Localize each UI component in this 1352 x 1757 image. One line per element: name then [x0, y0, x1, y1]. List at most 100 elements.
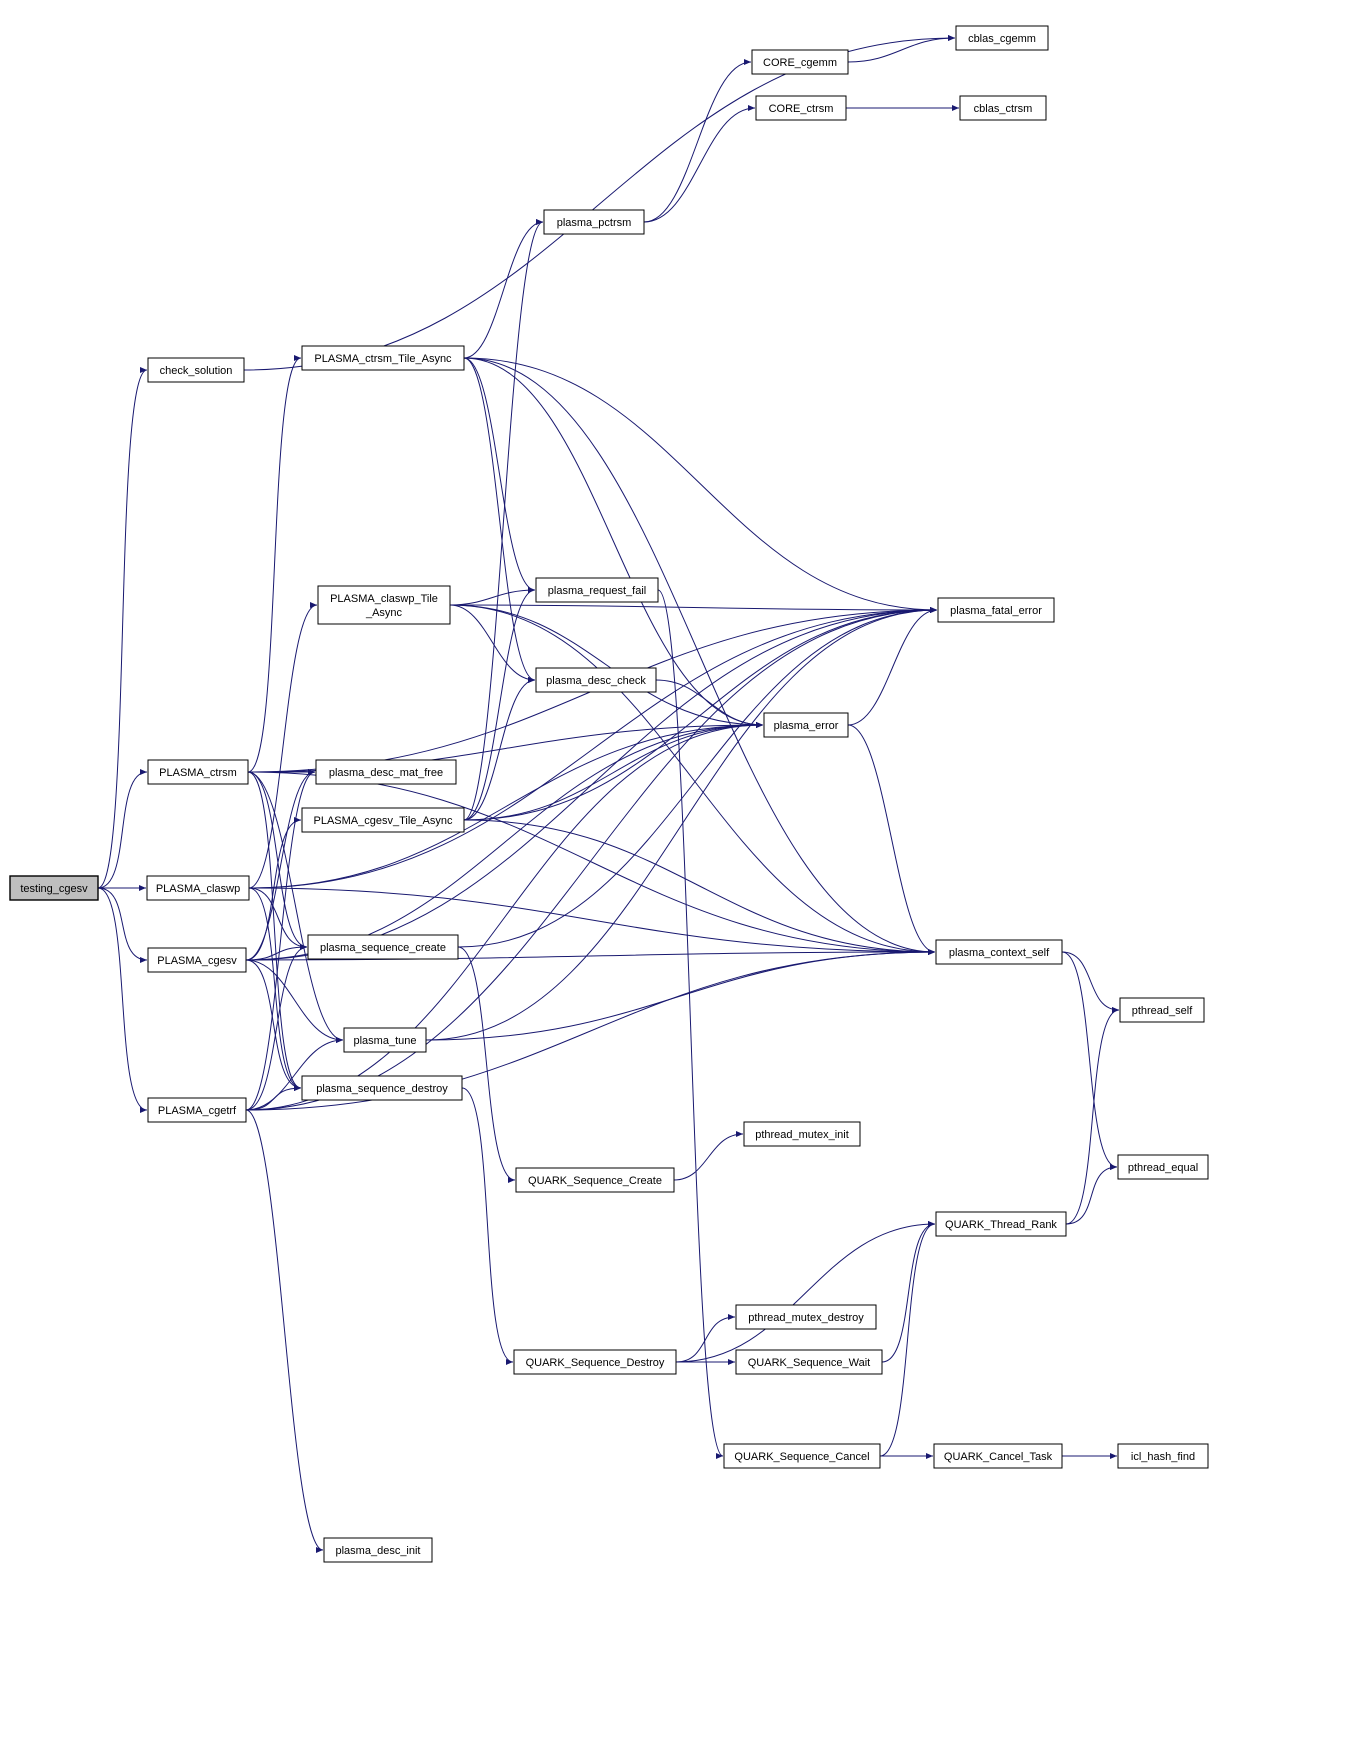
node-plasma_context_self[interactable]: plasma_context_self: [935, 939, 1063, 965]
node-pthread_mutex_init[interactable]: pthread_mutex_init: [743, 1121, 861, 1147]
node-label: plasma_fatal_error: [950, 605, 1042, 617]
node-box[interactable]: [147, 759, 249, 785]
node-label: pthread_self: [1132, 1005, 1193, 1017]
node-plasma_desc_mat_free[interactable]: plasma_desc_mat_free: [315, 759, 457, 785]
node-box[interactable]: [146, 875, 250, 901]
edge-PLASMA_claswp--plasma_fatal_error: [248, 607, 938, 889]
node-box[interactable]: [513, 1349, 677, 1375]
node-box[interactable]: [307, 934, 459, 960]
node-PLASMA_cgesv_Tile_Async[interactable]: PLASMA_cgesv_Tile_Async: [301, 807, 465, 833]
edge-plasma_error--plasma_fatal_error: [847, 607, 938, 726]
node-plasma_request_fail[interactable]: plasma_request_fail: [535, 577, 659, 603]
node-box[interactable]: [935, 939, 1063, 965]
node-box[interactable]: [301, 807, 465, 833]
node-box[interactable]: [343, 1027, 427, 1053]
node-plasma_desc_init[interactable]: plasma_desc_init: [323, 1537, 433, 1563]
node-box[interactable]: [147, 357, 245, 383]
node-label: PLASMA_ctrsm_Tile_Async: [314, 353, 452, 365]
node-plasma_sequence_destroy[interactable]: plasma_sequence_destroy: [301, 1075, 463, 1101]
node-box[interactable]: [743, 1121, 861, 1147]
node-plasma_error[interactable]: plasma_error: [763, 712, 849, 738]
node-label: _Async: [365, 607, 403, 619]
node-QUARK_Sequence_Create[interactable]: QUARK_Sequence_Create: [515, 1167, 675, 1193]
node-label: PLASMA_cgetrf: [158, 1105, 237, 1117]
edge-plasma_sequence_create--QUARK_Sequence_Create: [457, 946, 516, 1183]
node-box[interactable]: [535, 667, 657, 693]
node-box: [9, 875, 99, 901]
edge-QUARK_Sequence_Destroy--QUARK_Thread_Rank: [675, 1221, 936, 1363]
node-box[interactable]: [935, 1211, 1067, 1237]
node-icl_hash_find[interactable]: icl_hash_find: [1117, 1443, 1209, 1469]
node-cblas_cgemm[interactable]: cblas_cgemm: [955, 25, 1049, 51]
node-box[interactable]: [735, 1349, 883, 1375]
node-box[interactable]: [763, 712, 849, 738]
edge-testing_cgesv--PLASMA_cgesv: [97, 887, 148, 963]
edge-PLASMA_cgesv_Tile_Async--plasma_desc_check: [463, 677, 536, 821]
node-plasma_tune[interactable]: plasma_tune: [343, 1027, 427, 1053]
edge-PLASMA_cgesv_Tile_Async--plasma_context_self: [463, 819, 936, 955]
node-box[interactable]: [515, 1167, 675, 1193]
node-cblas_ctrsm[interactable]: cblas_ctrsm: [959, 95, 1047, 121]
node-CORE_cgemm[interactable]: CORE_cgemm: [751, 49, 849, 75]
node-box[interactable]: [317, 585, 451, 625]
node-box[interactable]: [543, 209, 645, 235]
node-pthread_self[interactable]: pthread_self: [1119, 997, 1205, 1023]
edge-plasma_context_self--pthread_self: [1061, 951, 1120, 1013]
node-box[interactable]: [723, 1443, 881, 1469]
node-QUARK_Sequence_Destroy[interactable]: QUARK_Sequence_Destroy: [513, 1349, 677, 1375]
node-pthread_equal[interactable]: pthread_equal: [1117, 1154, 1209, 1180]
node-box[interactable]: [301, 1075, 463, 1101]
node-box[interactable]: [323, 1537, 433, 1563]
node-box[interactable]: [1119, 997, 1205, 1023]
node-label: plasma_tune: [354, 1035, 417, 1047]
node-QUARK_Thread_Rank[interactable]: QUARK_Thread_Rank: [935, 1211, 1067, 1237]
edge-plasma_pctrsm--CORE_ctrsm: [643, 105, 756, 223]
edge-PLASMA_ctrsm_Tile_Async--plasma_context_self: [463, 357, 936, 955]
node-box[interactable]: [735, 1304, 877, 1330]
node-box[interactable]: [933, 1443, 1063, 1469]
node-plasma_sequence_create[interactable]: plasma_sequence_create: [307, 934, 459, 960]
edge-QUARK_Thread_Rank--pthread_self: [1065, 1007, 1120, 1225]
node-label: plasma_desc_check: [546, 675, 646, 687]
node-PLASMA_ctrsm_Tile_Async[interactable]: PLASMA_ctrsm_Tile_Async: [301, 345, 465, 371]
node-box[interactable]: [315, 759, 457, 785]
node-plasma_fatal_error[interactable]: plasma_fatal_error: [937, 597, 1055, 623]
node-box[interactable]: [147, 947, 247, 973]
node-box[interactable]: [301, 345, 465, 371]
edge-QUARK_Sequence_Create--pthread_mutex_init: [673, 1131, 744, 1181]
edge-PLASMA_ctrsm--plasma_context_self: [247, 771, 936, 955]
node-label: CORE_cgemm: [763, 57, 837, 69]
node-label: icl_hash_find: [1131, 1451, 1195, 1463]
node-QUARK_Cancel_Task[interactable]: QUARK_Cancel_Task: [933, 1443, 1063, 1469]
node-box[interactable]: [1117, 1443, 1209, 1469]
node-box[interactable]: [751, 49, 849, 75]
node-box[interactable]: [1117, 1154, 1209, 1180]
node-box[interactable]: [535, 577, 659, 603]
node-box[interactable]: [937, 597, 1055, 623]
edge-PLASMA_ctrsm--PLASMA_ctrsm_Tile_Async: [247, 355, 302, 773]
node-plasma_desc_check[interactable]: plasma_desc_check: [535, 667, 657, 693]
node-QUARK_Sequence_Cancel[interactable]: QUARK_Sequence_Cancel: [723, 1443, 881, 1469]
node-box[interactable]: [755, 95, 847, 121]
node-box[interactable]: [955, 25, 1049, 51]
node-box[interactable]: [147, 1097, 247, 1123]
node-CORE_ctrsm[interactable]: CORE_ctrsm: [755, 95, 847, 121]
edge-PLASMA_cgesv--plasma_context_self: [245, 949, 936, 961]
node-label: testing_cgesv: [20, 883, 88, 895]
node-plasma_pctrsm[interactable]: plasma_pctrsm: [543, 209, 645, 235]
node-PLASMA_ctrsm[interactable]: PLASMA_ctrsm: [147, 759, 249, 785]
node-label: PLASMA_ctrsm: [159, 767, 237, 779]
node-pthread_mutex_destroy[interactable]: pthread_mutex_destroy: [735, 1304, 877, 1330]
node-QUARK_Sequence_Wait[interactable]: QUARK_Sequence_Wait: [735, 1349, 883, 1375]
node-PLASMA_claswp_Tile_Async[interactable]: PLASMA_claswp_Tile_Async: [317, 585, 451, 625]
node-box[interactable]: [959, 95, 1047, 121]
edge-PLASMA_cgesv--PLASMA_cgesv_Tile_Async: [245, 817, 302, 961]
node-check_solution[interactable]: check_solution: [147, 357, 245, 383]
node-label: pthread_mutex_init: [755, 1129, 849, 1141]
node-PLASMA_cgesv[interactable]: PLASMA_cgesv: [147, 947, 247, 973]
node-PLASMA_claswp[interactable]: PLASMA_claswp: [146, 875, 250, 901]
node-PLASMA_cgetrf[interactable]: PLASMA_cgetrf: [147, 1097, 247, 1123]
edge-plasma_error--plasma_context_self: [847, 724, 936, 955]
edge-plasma_request_fail--QUARK_Sequence_Cancel: [657, 589, 724, 1459]
